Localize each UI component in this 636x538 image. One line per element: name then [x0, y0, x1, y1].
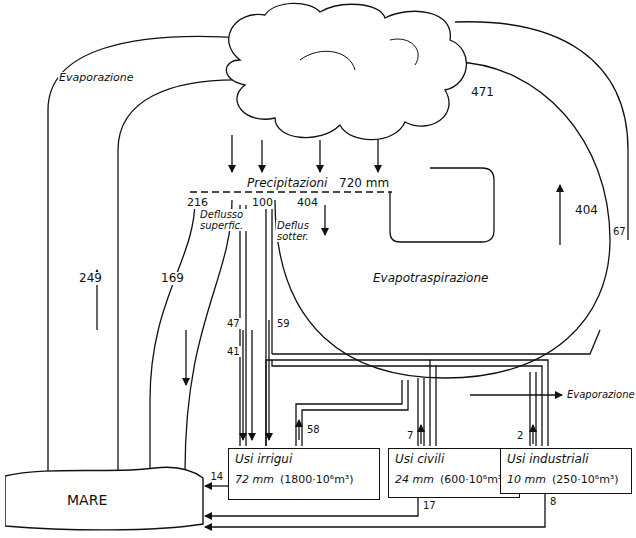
- flow-value: 249: [78, 272, 103, 285]
- flow-value: 59: [276, 318, 291, 329]
- flow-value: 17: [422, 500, 437, 511]
- flow-value: 7: [406, 430, 414, 441]
- flow-value: 471: [470, 86, 495, 99]
- box-value: 10 mm: [507, 473, 546, 486]
- flow-label: Evaporazione: [58, 72, 134, 84]
- use-box: Usi irrigui 72 mm (1800·10⁶m³): [228, 448, 380, 500]
- flow-value: 67: [612, 226, 627, 237]
- box-value: 24 mm: [395, 473, 434, 486]
- flow-connector: [205, 485, 228, 486]
- flow-label: Evaporazione: [566, 389, 636, 400]
- use-box: Usi industriali 10 mm (250·10⁶m³): [500, 448, 632, 494]
- sea-shape: MARE: [5, 462, 205, 532]
- box-value: (600·10⁶m³): [440, 473, 507, 486]
- flow-value: 100: [251, 197, 274, 209]
- flow-value: 14: [210, 471, 225, 482]
- flow-label: 720 mm: [338, 177, 390, 190]
- flow-label: Deflus sotter.: [276, 220, 316, 242]
- flow-label: Evapotraspirazione: [372, 272, 489, 285]
- flow-value: 404: [574, 204, 599, 217]
- box-value: 72 mm: [235, 473, 274, 486]
- box-heading: MARE: [67, 492, 107, 508]
- flow-value: 47: [226, 318, 241, 329]
- flow-value: 8: [549, 496, 557, 507]
- box-heading: Usi irrigui: [235, 452, 373, 466]
- box-heading: Usi civili: [395, 452, 513, 466]
- flow-value: 41: [226, 346, 241, 357]
- flow-connector: [205, 498, 418, 516]
- flow-value: 404: [296, 197, 319, 209]
- flow-value: 169: [160, 272, 185, 285]
- flow-value: 216: [186, 197, 209, 209]
- box-heading: Usi industriali: [507, 452, 625, 466]
- flow-value: 58: [306, 424, 321, 435]
- flow-value: 2: [516, 430, 524, 441]
- box-value: (250·10⁶m³): [552, 473, 619, 486]
- flow-label: Deflusso superfic.: [199, 209, 247, 231]
- flow-label: Precipitazioni: [246, 177, 328, 190]
- box-value: (1800·10⁶m³): [280, 473, 354, 486]
